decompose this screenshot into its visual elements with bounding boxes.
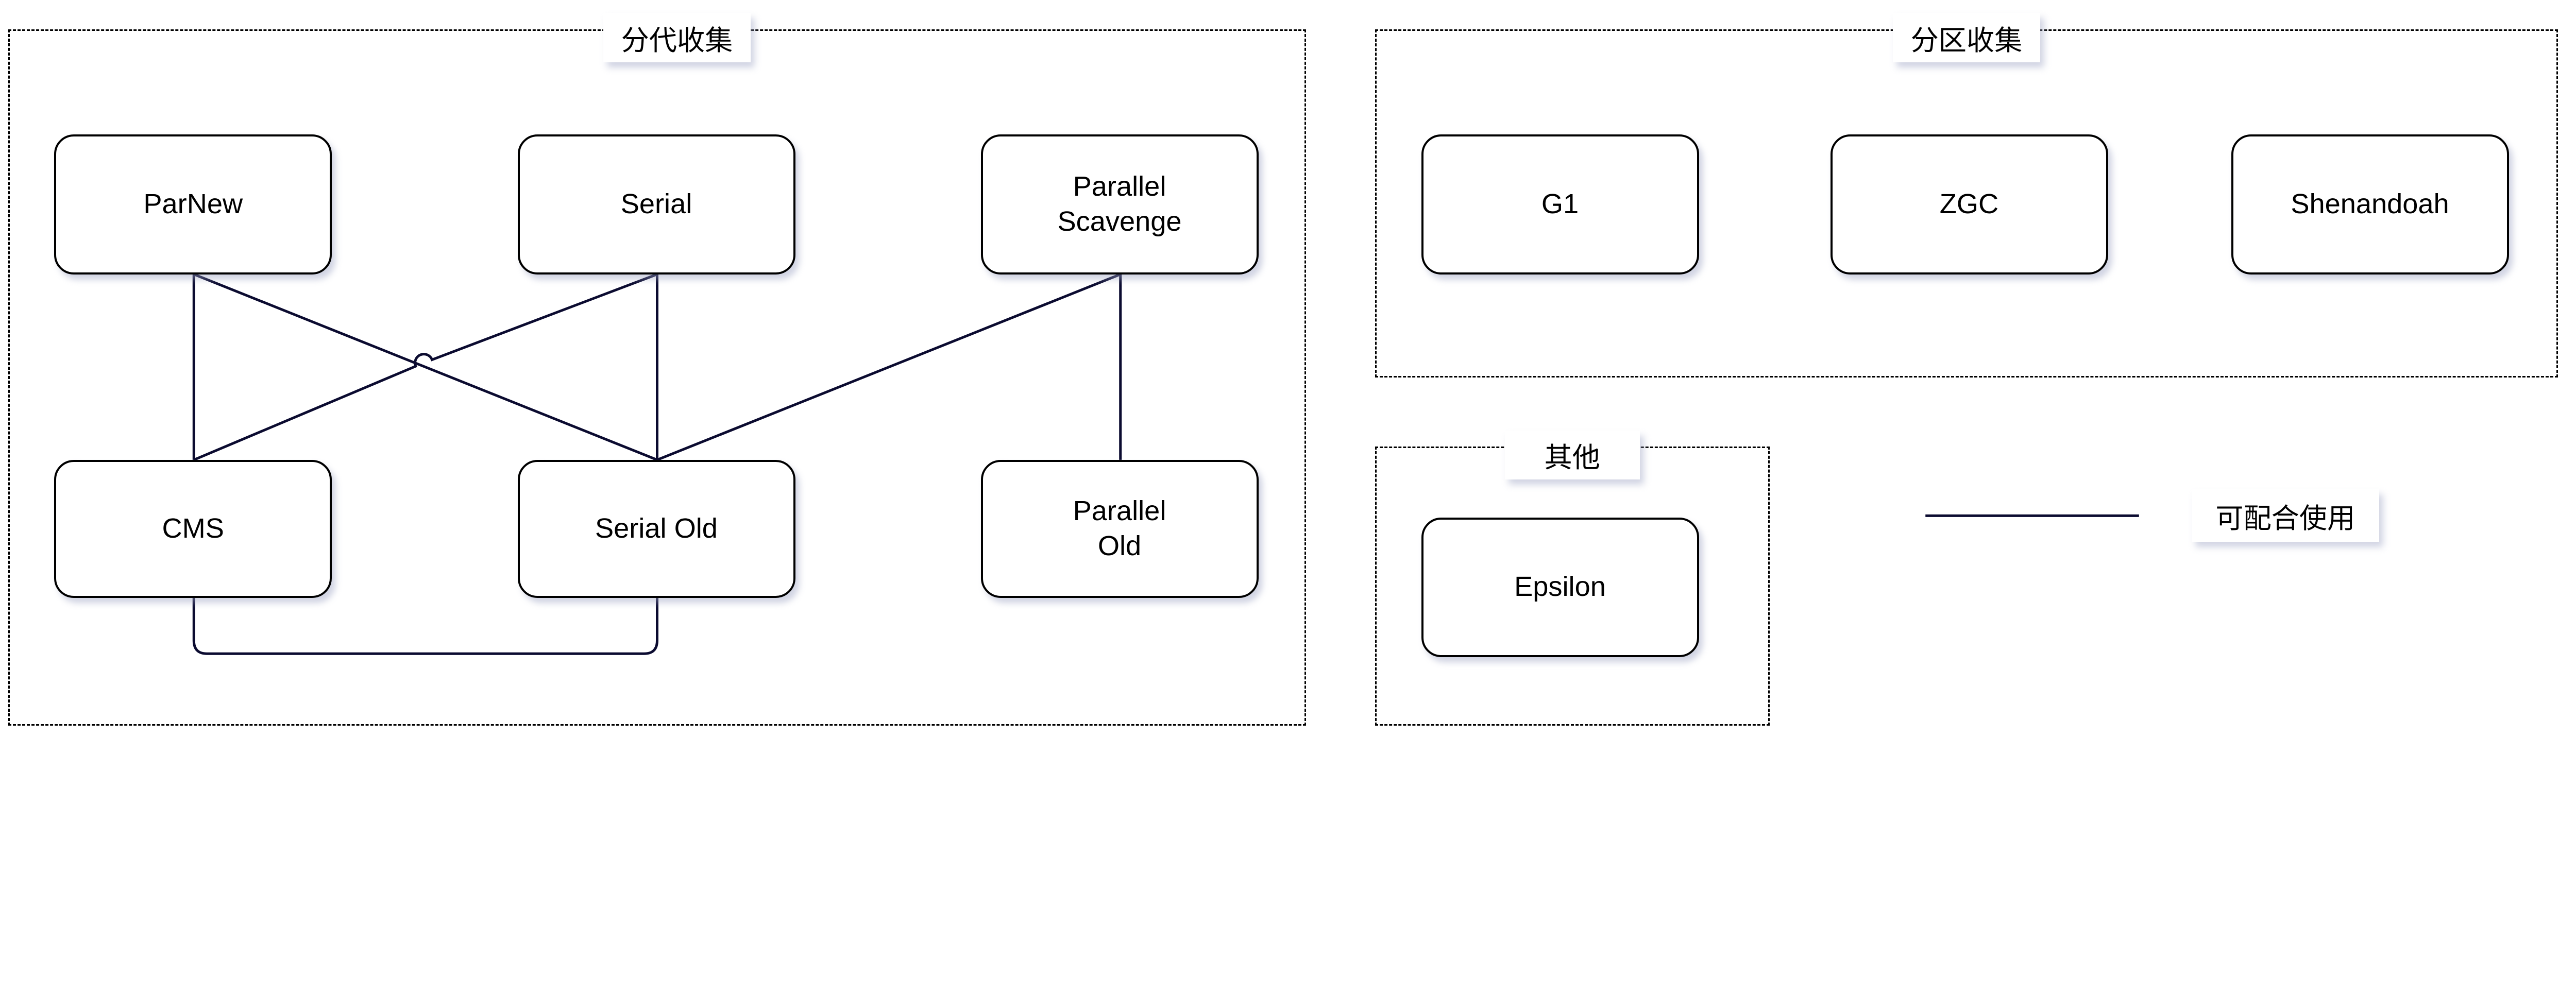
legend-label: 可配合使用 — [2192, 489, 2379, 542]
node-label: CMS — [162, 512, 224, 544]
node-serial: Serial — [517, 134, 795, 275]
edge-parallelscavenge-serialold — [657, 275, 1121, 460]
edge-cms-serialold — [194, 598, 657, 654]
edge-parnew-serialold — [194, 275, 657, 460]
node-zgc: ZGC — [1830, 134, 2108, 275]
node-cms: CMS — [54, 459, 332, 598]
node-serial-old: Serial Old — [517, 459, 795, 598]
node-parnew: ParNew — [54, 134, 332, 275]
node-parallel-scavenge: Parallel Scavenge — [980, 134, 1259, 275]
node-label: Epsilon — [1514, 571, 1606, 603]
edge-serial-cms — [194, 275, 657, 460]
node-label: Serial — [620, 188, 692, 220]
edges — [0, 0, 2576, 746]
node-label-line-2: Scavenge — [1057, 205, 1182, 237]
gc-collectors-diagram: 分代收集 分区收集 其他 ParNew Serial Parallel Scav… — [0, 0, 2576, 746]
node-label-line-1: Parallel — [1073, 495, 1166, 527]
node-label: ParNew — [143, 188, 243, 220]
node-label-line-2: Old — [1097, 530, 1142, 561]
node-g1: G1 — [1421, 134, 1699, 275]
node-shenandoah: Shenandoah — [2231, 134, 2509, 275]
group-label-regional: 分区收集 — [1892, 13, 2041, 63]
node-label: Serial Old — [595, 512, 718, 544]
group-label-other: 其他 — [1505, 430, 1640, 480]
node-label: G1 — [1541, 188, 1579, 220]
node-label-line-1: Parallel — [1073, 171, 1166, 202]
node-label: ZGC — [1939, 188, 1999, 220]
node-epsilon: Epsilon — [1421, 517, 1699, 657]
node-label: Shenandoah — [2291, 188, 2449, 220]
group-label-generational: 分代收集 — [603, 13, 751, 63]
node-parallel-old: Parallel Old — [980, 459, 1259, 598]
